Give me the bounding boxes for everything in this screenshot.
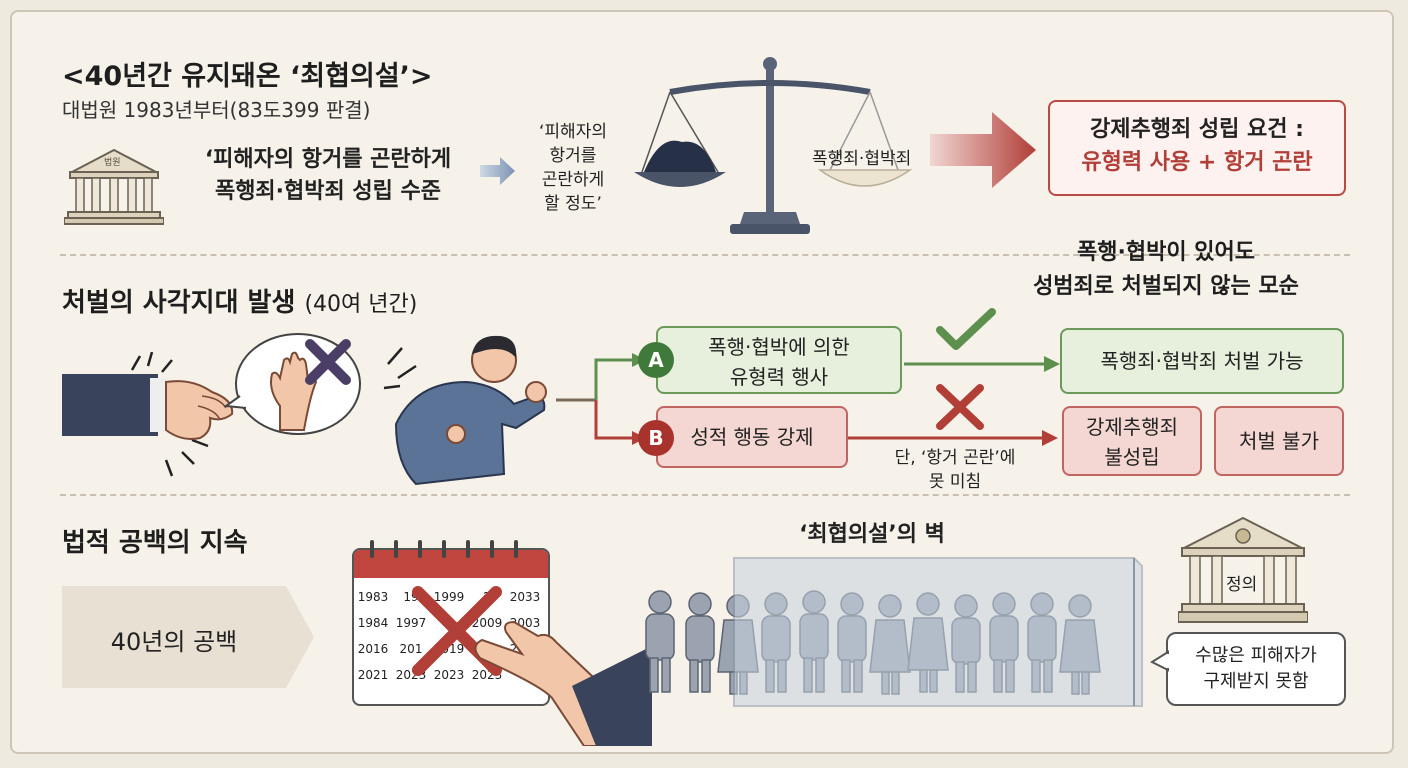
scale-left-label-line: ‘피해자의 <box>539 122 607 142</box>
victims-line-2: 구제받지 못함 <box>1203 671 1309 692</box>
blind-spot-title: 처벌의 사각지대 발생 (40여 년간) <box>62 282 417 319</box>
quote-line-1: ‘피해자의 항거를 곤란하게 <box>204 147 452 172</box>
refusal-bubble-icon <box>224 333 361 435</box>
gap-banner-text: 40년의 공백 <box>110 628 238 656</box>
branch-a-label-line-1: 폭행·협박에 의한 <box>708 335 850 359</box>
contradiction-line-2: 성범죄로 처벌되지 않는 모순 <box>1033 274 1299 299</box>
scale-right-label: 폭행죄·협박죄 <box>812 149 912 169</box>
branch-b-box: 성적 행동 강제 <box>656 406 848 468</box>
victims-bubble: 수많은 피해자가 구제받지 못함 <box>1166 632 1346 706</box>
branch-b-result-box: 강제추행죄 불성립 <box>1062 406 1202 476</box>
grabbing-hand-icon <box>62 352 234 477</box>
calendar-cell: 1999 <box>433 590 465 604</box>
contradiction-text: 폭행·협박이 있어도 성범죄로 처벌되지 않는 모순 <box>986 236 1346 304</box>
branch-b-note: 단, ‘항거 곤란’에 못 미침 <box>880 446 1030 494</box>
branch-b-result-line-1: 강제추행죄 <box>1086 415 1178 439</box>
section-divider <box>60 254 1350 256</box>
calendar-cell: 2009 <box>471 616 503 630</box>
scale-left-label-line: 곤란하게 <box>541 170 605 190</box>
crowd-behind-wall-icon <box>645 557 1143 707</box>
calendar-grid: 1983 19 1999 2 2033 1984 1997 2009 2003 … <box>354 590 548 694</box>
court-building-icon <box>64 148 164 225</box>
branch-a-arrow <box>904 356 1060 372</box>
calendar-cell: 2021 <box>357 668 389 682</box>
branch-a-label-line-2: 유형력 행사 <box>729 365 829 389</box>
quote-line-2: 폭행죄·협박죄 성립 수준 <box>214 179 442 204</box>
calendar-row: 1983 19 1999 2 2033 <box>354 590 548 616</box>
page-title: <40년간 유지돼온 ‘최협의설’> <box>62 61 433 92</box>
calendar-cell: 2033 <box>509 590 541 604</box>
contradiction-line-1: 폭행·협박이 있어도 <box>1077 240 1255 265</box>
scales-of-justice-icon <box>634 57 913 234</box>
branch-b-result-line-2: 불성립 <box>1104 445 1160 469</box>
arrow-right-icon <box>480 157 515 185</box>
calendar-overlay-icon <box>370 540 652 746</box>
branch-a-badge: A <box>638 342 674 378</box>
branch-a-result-box: 폭행죄·협박죄 처벌 가능 <box>1060 328 1344 394</box>
justice-building-icon <box>1178 516 1308 623</box>
bubble-tail <box>1150 650 1170 672</box>
requirement-line-1: 강제추행죄 성립 요건 : <box>1090 117 1304 142</box>
requirement-box: 강제추행죄 성립 요건 : 유형력 사용 + 항거 곤란 <box>1048 100 1346 196</box>
branch-b-note-line-2: 못 미침 <box>928 472 982 492</box>
page-subtitle: 대법원 1983년부터(83도399 판결) <box>62 98 371 122</box>
branch-b-badge: B <box>638 420 674 456</box>
blind-spot-title-text: 처벌의 사각지대 발생 <box>62 288 296 318</box>
calendar-cell: 1997 <box>395 616 427 630</box>
calendar-cell: 2023 <box>433 668 465 682</box>
scale-left-label-line: 항거를 <box>549 146 597 166</box>
branch-a-box: 폭행·협박에 의한 유형력 행사 <box>656 326 902 394</box>
section-divider <box>60 494 1350 496</box>
calendar-cell: 2016 <box>357 642 389 656</box>
victims-line-1: 수많은 피해자가 <box>1195 645 1317 666</box>
branch-b-arrow <box>848 430 1058 446</box>
big-arrow-right-icon <box>930 112 1036 188</box>
checkmark-icon <box>936 308 996 350</box>
branch-b-note-line-1: 단, ‘항거 곤란’에 <box>894 448 1016 468</box>
calendar-cell: 1984 <box>357 616 389 630</box>
calendar-cell: 1983 <box>357 590 389 604</box>
court-sign: 법원 <box>104 158 121 168</box>
scale-left-label-line: 할 정도’ <box>544 194 602 214</box>
legal-gap-title: 법적 공백의 지속 <box>62 528 248 558</box>
scale-left-label: ‘피해자의 항거를 곤란하게 할 정도’ <box>518 120 628 216</box>
justice-sign: 정의 <box>1226 575 1258 595</box>
requirement-line-2: 유형력 사용 + 항거 곤란 <box>1081 150 1313 175</box>
blind-spot-title-note: (40여 년간) <box>304 292 418 317</box>
x-mark-icon <box>936 384 984 430</box>
branch-b-result2-box: 처벌 불가 <box>1214 406 1344 476</box>
gap-banner-shape <box>62 586 314 688</box>
calendar-cell: 201 <box>399 642 423 656</box>
wall-label: ‘최협의설’의 벽 <box>799 522 945 547</box>
aggressor-man-icon <box>383 335 547 486</box>
quote-text: ‘피해자의 항거를 곤란하게 폭행죄·협박죄 성립 수준 <box>178 144 478 208</box>
